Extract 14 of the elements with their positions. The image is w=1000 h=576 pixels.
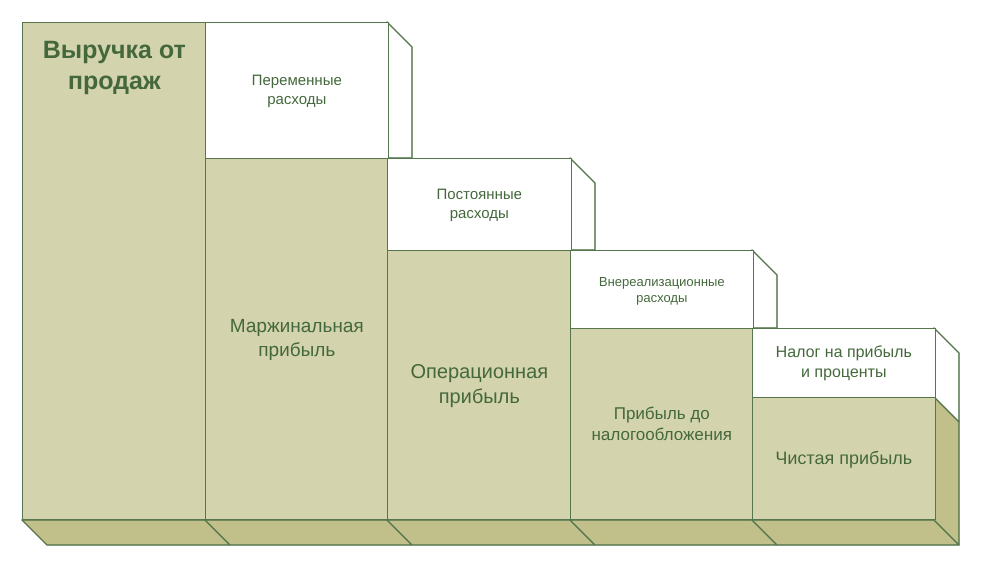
column-segment <box>22 22 206 520</box>
column-segment <box>752 397 936 520</box>
segment-label: Операционная прибыль <box>409 360 550 410</box>
column-segment <box>570 328 754 520</box>
segment-label: Выручка от продаж <box>42 35 187 98</box>
segment-label: Переменные расходы <box>250 72 343 110</box>
column-segment <box>387 250 572 520</box>
segment-label: Внереализационные расходы <box>598 274 726 306</box>
column-segment <box>205 158 388 520</box>
segment-label: Прибыль до налогообложения <box>590 402 733 446</box>
segment-label: Налог на прибыль и проценты <box>774 343 913 384</box>
segment-label: Чистая прибыль <box>775 447 912 470</box>
segment-label: Постоянные расходы <box>436 186 523 224</box>
segment-label: Маржинальная прибыль <box>228 315 365 363</box>
